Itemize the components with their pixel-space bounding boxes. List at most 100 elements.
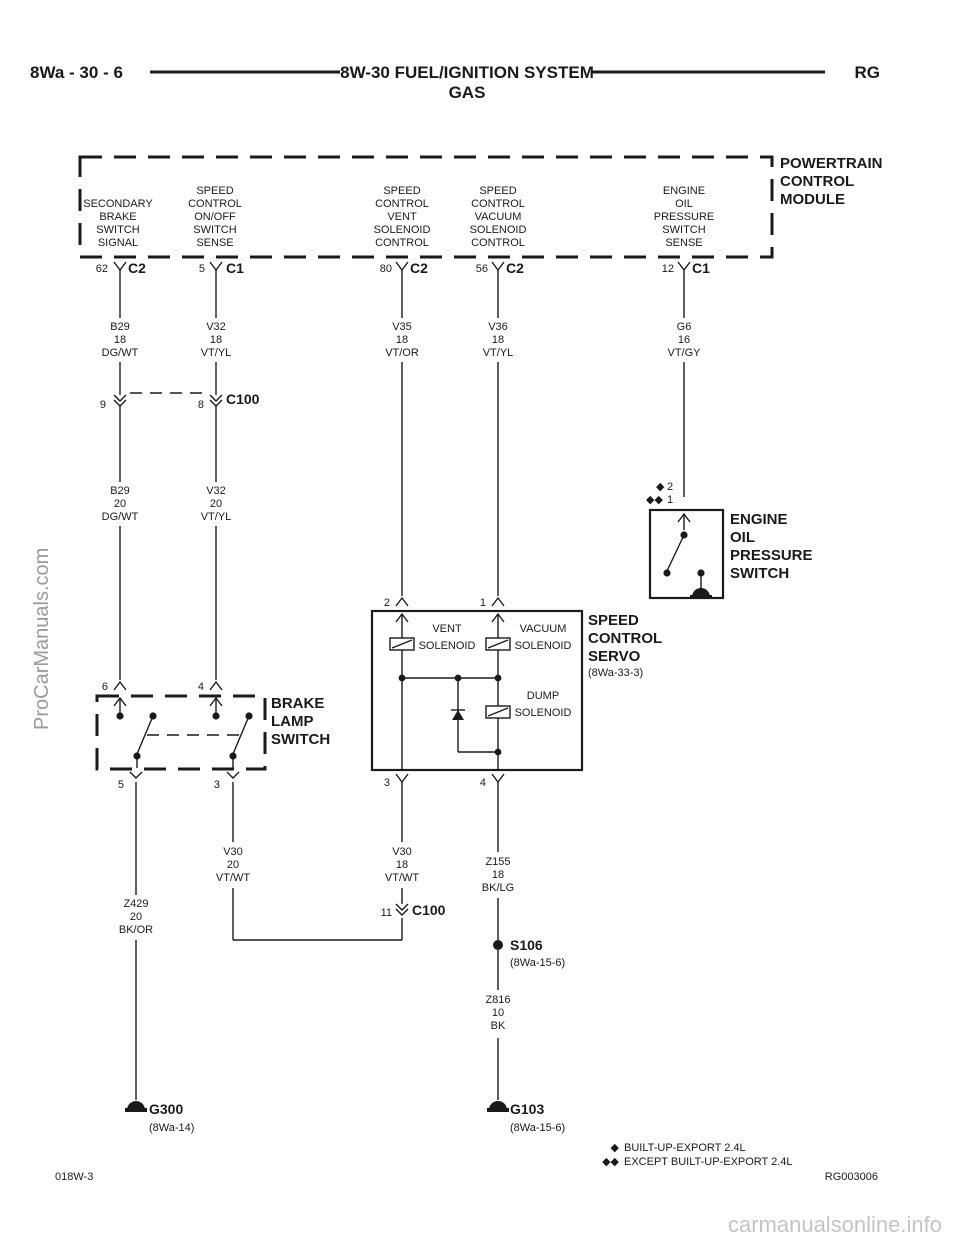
pin-number: 1: [667, 494, 673, 506]
pin-number: 6: [102, 681, 108, 693]
wire-z155-18: Z155 18 BK/LG: [482, 856, 514, 894]
speed-control-servo: 2 1 VENT SOLENOID VACUUM SOLENOID DU: [370, 596, 662, 789]
header-code: RG: [855, 63, 881, 82]
wire-gauge: 16: [678, 334, 690, 346]
diamond-single-icon: ◆: [611, 1142, 620, 1154]
ground-ref: (8Wa-14): [149, 1122, 194, 1134]
wire-z816-10: Z816 10 BK: [485, 994, 510, 1032]
wire-color: VT/YL: [201, 511, 232, 523]
legend: ◆ BUILT-UP-EXPORT 2.4L ◆◆ EXCEPT BUILT-U…: [602, 1142, 792, 1168]
dump-solenoid-label: SOLENOID: [515, 707, 572, 719]
connector-label: C100: [412, 902, 446, 918]
wire-code: B29: [110, 485, 130, 497]
wire-b29-18: B29 18 DG/WT: [102, 321, 139, 359]
pcm-circuit-label: SPEED: [383, 185, 420, 197]
pcm-circuit-label: SPEED: [479, 185, 516, 197]
pcm-circuit-label: VENT: [387, 211, 417, 223]
side-watermark: ProCarManuals.com: [31, 548, 53, 730]
pin-number: 5: [118, 779, 124, 791]
wire-v30-20: V30 20 VT/WT: [216, 846, 250, 884]
connector-label: C2: [410, 260, 428, 276]
pcm-circuit-label: CONTROL: [375, 237, 429, 249]
wire-code: B29: [110, 321, 130, 333]
pcm-circuit-label: ON/OFF: [194, 211, 236, 223]
footer-left-code: 018W-3: [55, 1171, 93, 1183]
ground-ref: (8Wa-15-6): [510, 1122, 565, 1134]
vacuum-solenoid-label: VACUUM: [520, 623, 567, 635]
c100-connector-lower: 11 C100: [381, 902, 446, 919]
wire-code: V30: [392, 846, 412, 858]
pcm-circuit-label: CONTROL: [471, 198, 525, 210]
legend-text: EXCEPT BUILT-UP-EXPORT 2.4L: [624, 1156, 793, 1168]
wire-color: VT/OR: [385, 347, 419, 359]
wire-gauge: 18: [210, 334, 222, 346]
pcm-circuit-engine-oil-pressure: ENGINE OIL PRESSURE SWITCH SENSE: [654, 185, 715, 249]
wire-code: V35: [392, 321, 412, 333]
legend-text: BUILT-UP-EXPORT 2.4L: [624, 1142, 746, 1154]
c100-connector-upper: 9 8 C100: [100, 391, 260, 411]
engine-oil-pressure-switch: ◆ 2 ◆◆ 1 ENGINE OIL PRESSURE SWITCH: [646, 481, 813, 600]
footer-right-code: RG003006: [825, 1171, 878, 1183]
connector-label: C100: [226, 391, 260, 407]
connector-label: C2: [128, 260, 146, 276]
wire-color: DG/WT: [102, 347, 139, 359]
pcm-name-line-2: CONTROL: [780, 173, 854, 190]
wire-code: Z155: [485, 856, 510, 868]
splice-dot-icon: [493, 940, 503, 950]
pin-number: 1: [480, 597, 486, 609]
pcm-box: POWERTRAIN CONTROL MODULE: [78, 155, 883, 259]
wire-color: BK/LG: [482, 882, 514, 894]
wire-v35-18: V35 18 VT/OR: [385, 321, 419, 359]
wire-z429-20: Z429 20 BK/OR: [119, 898, 153, 936]
wire-color: VT/YL: [201, 347, 232, 359]
pcm-circuit-label: PRESSURE: [654, 211, 715, 223]
splice-s106: S106 (8Wa-15-6): [493, 937, 565, 969]
wire-gauge: 10: [492, 1007, 504, 1019]
pcm-circuit-label: SWITCH: [96, 224, 139, 236]
pcm-circuit-label: SIGNAL: [98, 237, 138, 249]
pcm-circuit-label: BRAKE: [99, 211, 136, 223]
wire-gauge: 18: [492, 334, 504, 346]
pcm-circuit-label: CONTROL: [471, 237, 525, 249]
wire-code: Z429: [123, 898, 148, 910]
pin-number: 56: [476, 263, 488, 275]
wire-code: V32: [206, 321, 226, 333]
pin-number: 4: [480, 777, 486, 789]
servo-name-line-3: SERVO: [588, 648, 641, 665]
wire-gauge: 18: [396, 859, 408, 871]
wire-color: BK/OR: [119, 924, 153, 936]
pin-number: 62: [96, 263, 108, 275]
eops-name-line-2: OIL: [730, 529, 755, 546]
pcm-circuit-label: CONTROL: [188, 198, 242, 210]
wire-gauge: 18: [492, 869, 504, 881]
wire-gauge: 20: [114, 498, 126, 510]
wire-color: VT/GY: [667, 347, 701, 359]
wire-v32-18: V32 18 VT/YL: [201, 321, 232, 359]
header-page-number: 8Wa - 30 - 6: [30, 63, 123, 82]
ground-g103: G103 (8Wa-15-6): [487, 1101, 565, 1134]
pcm-circuit-label: SPEED: [196, 185, 233, 197]
pcm-circuit-label: OIL: [675, 198, 693, 210]
wire-gauge: 20: [227, 859, 239, 871]
pcm-circuit-label: SENSE: [196, 237, 233, 249]
pin-number: 4: [198, 681, 204, 693]
connector-label: C2: [506, 260, 524, 276]
servo-name-line-1: SPEED: [588, 612, 639, 629]
wire-v36-18: V36 18 VT/YL: [483, 321, 514, 359]
pcm-circuit-vacuum-solenoid: SPEED CONTROL VACUUM SOLENOID CONTROL: [470, 185, 527, 249]
page-header: 8Wa - 30 - 6 8W-30 FUEL/IGNITION SYSTEM …: [30, 63, 880, 102]
bls-name-line-1: BRAKE: [271, 695, 324, 712]
pin-number: 2: [667, 481, 673, 493]
pcm-circuit-label: SENSE: [665, 237, 702, 249]
pcm-circuit-label: SWITCH: [662, 224, 705, 236]
pcm-connector-pins: 62 C2 5 C1 80 C2 56 C2 12 C1: [96, 260, 710, 276]
bls-name-line-2: LAMP: [271, 713, 314, 730]
header-title: 8W-30 FUEL/IGNITION SYSTEM: [340, 63, 594, 82]
pcm-circuit-vent-solenoid: SPEED CONTROL VENT SOLENOID CONTROL: [374, 185, 431, 249]
pin-number: 5: [199, 263, 205, 275]
ground-name: G103: [510, 1101, 544, 1117]
brake-lamp-switch: 6 4 5 3 BRAKE LAMP SWITCH: [95, 680, 330, 791]
wire-gauge: 20: [210, 498, 222, 510]
pcm-circuit-label: VACUUM: [475, 211, 522, 223]
wire-code: Z816: [485, 994, 510, 1006]
